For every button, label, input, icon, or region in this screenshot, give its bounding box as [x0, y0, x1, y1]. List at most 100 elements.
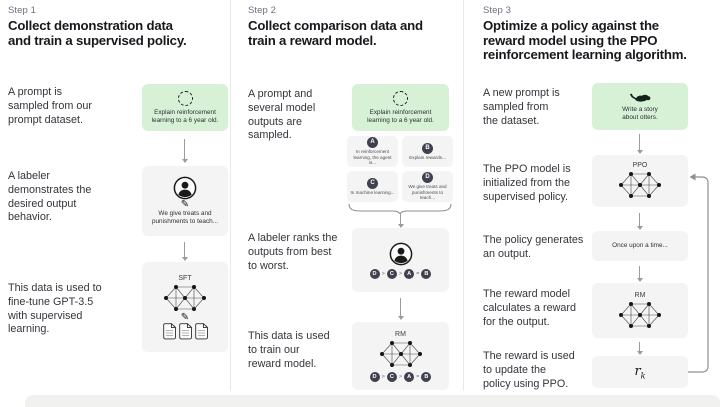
arrow-down-icon [639, 134, 641, 150]
heading-line: Collect demonstration data [8, 18, 173, 33]
heading-line: reward model using the PPO [483, 32, 658, 48]
rank-badge: D [369, 268, 380, 279]
heading-line: and train a supervised policy. [8, 32, 187, 48]
box-text-line: Explain reinforcement [154, 108, 216, 116]
step3-ppo-box: PPO [592, 155, 688, 207]
note-line: supervised policy. [483, 190, 569, 203]
step2-note-train-rm: This data is used to train our reward mo… [248, 330, 358, 371]
note-line: The reward model [483, 288, 571, 300]
arrow-down-icon [400, 298, 402, 316]
output-sample-text: Explain rewards... [409, 154, 446, 160]
step1-note-labeler: A labeler demonstrates the desired outpu… [8, 170, 136, 225]
step2-labeler-box: D > C > A = B [352, 228, 449, 292]
step2-label: Step 2 [248, 5, 277, 16]
rank-badge: D [369, 371, 380, 382]
arrow-down-icon [639, 342, 641, 351]
step3-note-prompt: A new prompt is sampled from the dataset… [483, 87, 588, 128]
step3-rm-box: RM [592, 283, 688, 338]
reward-symbol: rk [634, 364, 645, 381]
arrow-down-icon [639, 266, 641, 278]
note-line: A prompt and [248, 88, 313, 100]
note-line: The reward is used [483, 350, 575, 362]
output-sample-c: C In machine learning... [347, 171, 398, 202]
heading-line: Collect comparison data and [248, 18, 423, 33]
ranking-row: D > C > A = B [369, 371, 432, 382]
output-sample-text: We give treats and punishments to teach.… [408, 184, 447, 201]
output-sample-text: In machine learning... [350, 189, 395, 195]
step1-note-finetune: This data is used to fine-tune GPT-3.5 w… [8, 282, 140, 337]
note-line: to worst. [248, 259, 289, 272]
demonstration-text: We give treats and punishments to teach.… [152, 210, 218, 226]
pencil-icon: ✎ [180, 199, 190, 210]
step1-labeler-box: ✎ We give treats and punishments to teac… [142, 166, 228, 236]
ppo-model-label: PPO [632, 162, 648, 169]
step3-note-reward-calc: The reward model calculates a reward for… [483, 288, 595, 329]
note-line: policy using PPO. [483, 377, 569, 390]
step1-sft-box: SFT ✎ [142, 262, 228, 352]
prompt-cycle-icon [177, 90, 193, 106]
arrow-down-icon [184, 139, 186, 159]
note-line: to update the [483, 363, 547, 376]
note-line: to train our [248, 343, 300, 356]
step3-heading: Optimize a policy against the reward mod… [483, 18, 713, 63]
note-line: the dataset. [483, 114, 540, 127]
rm-model-label: RM [634, 291, 646, 299]
rank-separator: = [416, 270, 420, 277]
note-line: sampled from [483, 100, 549, 113]
neural-network-icon [379, 340, 422, 367]
rank-separator: > [398, 373, 403, 380]
note-line: This data is used to [8, 282, 102, 294]
rm-model-label: RM [395, 330, 406, 338]
column-divider [463, 0, 464, 391]
note-line: sampled. [248, 129, 292, 142]
step2-output-samples: A In reinforcement learning, the agent i… [347, 136, 453, 202]
ranking-row: D > C > A = B [369, 268, 432, 279]
step3-note-update-policy: The reward is used to update the policy … [483, 350, 593, 391]
output-sample-text: In reinforcement learning, the agent is.… [353, 149, 392, 166]
note-line: This data is used [248, 330, 330, 342]
rank-separator: = [416, 373, 420, 380]
note-line: A prompt is [8, 86, 63, 98]
box-text-line: learning to a 6 year old. [367, 116, 434, 124]
note-line: for the output. [483, 315, 550, 328]
sft-model-label: SFT [178, 274, 192, 282]
rank-separator: > [398, 270, 403, 277]
rank-badge: A [404, 268, 415, 279]
output-sample-d: D We give treats and punishments to teac… [402, 171, 453, 202]
step1-note-prompt: A prompt is sampled from our prompt data… [8, 86, 136, 127]
box-text-line: punishments to teach... [151, 218, 219, 225]
step1-heading: Collect demonstration data and train a s… [8, 18, 230, 48]
step2-note-prompt: A prompt and several model outputs are s… [248, 88, 348, 143]
rank-badge: B [421, 268, 432, 279]
note-line: A new prompt is [483, 87, 560, 99]
step3-output-box: Once upon a time... [592, 231, 688, 261]
prompt-text: Explain reinforcement learning to a 6 ye… [367, 109, 434, 125]
otter-icon [630, 93, 651, 102]
box-text-line: learning to a 6 year old. [151, 116, 219, 124]
step3-reward-box: rk [592, 356, 688, 388]
box-text-line: about otters. [622, 114, 658, 121]
note-line: initialized from the [483, 176, 571, 189]
note-line: behavior. [8, 211, 52, 224]
rank-badge: A [404, 371, 415, 382]
note-line: outputs from best [248, 245, 332, 258]
rank-separator: > [381, 270, 385, 277]
note-line: with supervised [8, 309, 83, 322]
step3-prompt-box: Write a story about otters. [592, 83, 688, 130]
heading-line: Optimize a policy against the [483, 18, 659, 33]
note-line: A labeler [8, 170, 51, 182]
prompt-text: Write a story about otters. [622, 106, 658, 122]
step2-note-ranking: A labeler ranks the outputs from best to… [248, 232, 358, 273]
note-line: outputs are [248, 115, 303, 128]
note-line: A labeler ranks the [248, 232, 338, 244]
neural-network-icon [618, 301, 662, 328]
arrow-down-icon [639, 213, 641, 226]
note-line: prompt dataset. [8, 113, 84, 126]
note-line: desired output [8, 197, 77, 210]
brace-icon [348, 204, 452, 214]
note-line: The PPO model is [483, 163, 571, 175]
letter-badge: D [422, 172, 433, 184]
step3-note-output: The policy generates an output. [483, 234, 598, 262]
generated-output-text: Once upon a time... [612, 242, 668, 249]
